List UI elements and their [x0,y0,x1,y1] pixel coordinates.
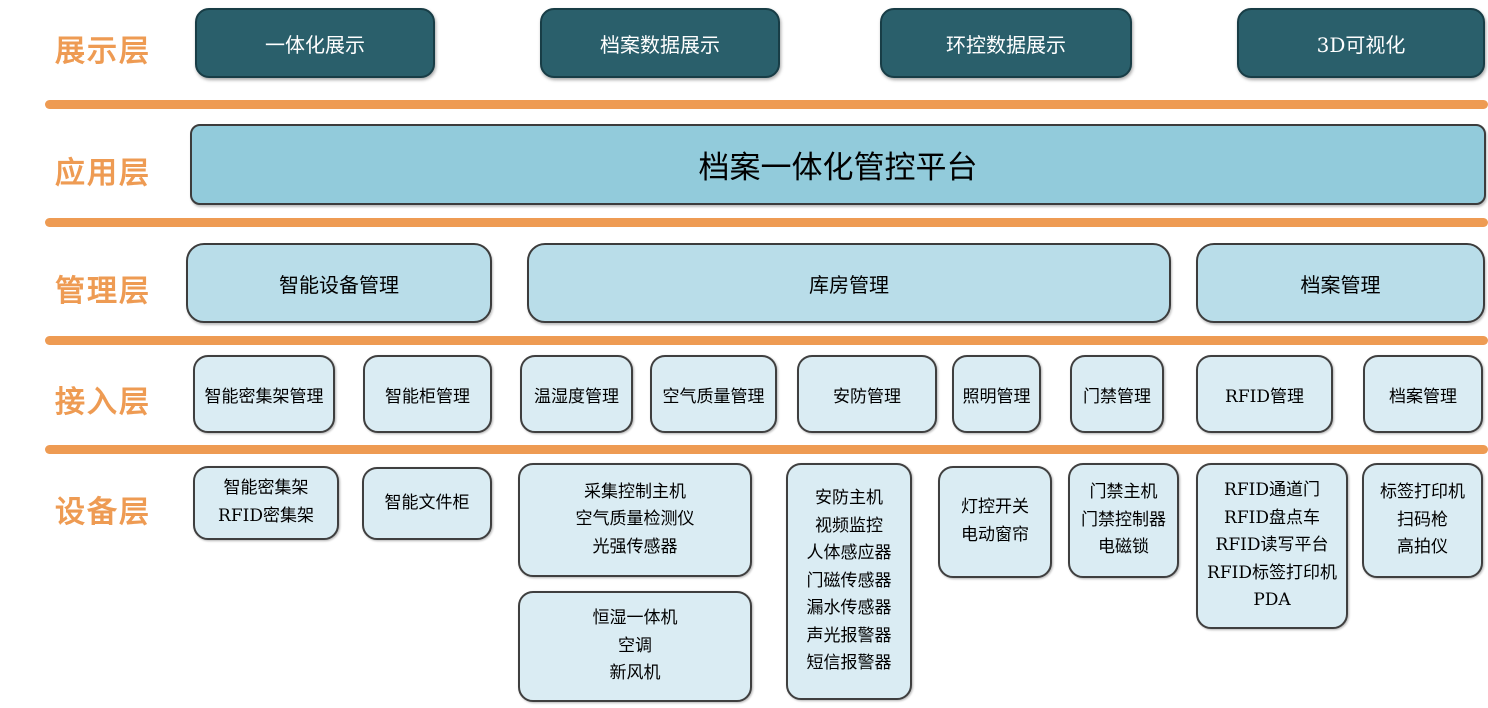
layer-label-display: 展示层 [55,34,151,69]
application-platform-box: 档案一体化管控平台 [190,124,1486,205]
management-box-archive: 档案管理 [1196,243,1485,323]
device-line: 采集控制主机 [584,481,686,502]
access-box-air-quality: 空气质量管理 [650,355,777,433]
device-line: RFID读写平台 [1215,535,1329,556]
display-box-unified: 一体化展示 [195,8,435,78]
access-box-temp-humidity: 温湿度管理 [520,355,633,433]
access-box-security: 安防管理 [797,355,937,433]
access-box-dense-rack: 智能密集架管理 [193,355,335,433]
access-box-door-access: 门禁管理 [1070,355,1164,433]
device-line: 漏水传感器 [806,598,892,619]
device-line: 灯控开关 [961,497,1029,518]
divider-line-4 [45,445,1488,454]
device-line: 智能文件柜 [384,492,470,513]
device-line: 空调 [618,635,652,656]
device-line: 标签打印机 [1380,482,1465,503]
device-line: 恒湿一体机 [592,608,678,629]
device-line: 空气质量检测仪 [575,509,695,530]
access-box-rfid: RFID管理 [1196,355,1333,433]
device-line: 门禁主机 [1089,482,1158,503]
device-box-label-printer: 标签打印机 扫码枪 高拍仪 [1362,463,1483,578]
divider-line-1 [45,100,1488,109]
device-line: 门禁控制器 [1081,509,1166,530]
device-line: RFID盘点车 [1224,507,1320,528]
layer-label-device: 设备层 [55,495,151,530]
management-box-warehouse: 库房管理 [527,243,1171,323]
device-line: 人体感应器 [806,543,892,564]
display-box-3d: 3D可视化 [1237,8,1485,78]
device-line: 电动窗帘 [961,525,1029,545]
access-box-smart-cabinet: 智能柜管理 [363,355,492,433]
device-box-dense-rack: 智能密集架 RFID密集架 [193,466,339,540]
device-line: 视频监控 [815,515,883,536]
display-box-archive-data: 档案数据展示 [540,8,780,78]
device-line: RFID通道门 [1224,480,1320,501]
device-box-collection-host: 采集控制主机 空气质量检测仪 光强传感器 [518,463,752,577]
layer-label-access: 接入层 [55,385,151,420]
device-line: 高拍仪 [1397,537,1448,558]
device-line: 门磁传感器 [806,570,892,591]
device-box-rfid: RFID通道门 RFID盘点车 RFID读写平台 RFID标签打印机 PDA [1196,463,1348,629]
divider-line-3 [45,336,1488,345]
device-line: 智能密集架 [223,478,309,499]
device-box-lighting: 灯控开关 电动窗帘 [938,466,1052,578]
device-line: 扫码枪 [1397,509,1448,530]
device-line: 新风机 [609,663,661,684]
management-box-smart-device: 智能设备管理 [186,243,492,323]
device-line: 电磁锁 [1098,537,1149,558]
device-line: 短信报警器 [806,653,892,674]
device-box-humidity-machine: 恒湿一体机 空调 新风机 [518,591,752,702]
device-line: RFID密集架 [218,506,314,526]
layer-label-application: 应用层 [55,156,151,191]
access-box-lighting: 照明管理 [952,355,1041,433]
device-line: 声光报警器 [806,625,892,646]
device-box-file-cabinet: 智能文件柜 [362,467,492,540]
device-box-door-access: 门禁主机 门禁控制器 电磁锁 [1068,463,1179,578]
device-line: PDA [1253,590,1291,611]
access-box-archive: 档案管理 [1363,355,1483,433]
divider-line-2 [45,218,1488,227]
device-line: 安防主机 [815,488,883,509]
display-box-env-data: 环控数据展示 [880,8,1132,78]
device-box-security: 安防主机 视频监控 人体感应器 门磁传感器 漏水传感器 声光报警器 短信报警器 [786,463,912,700]
device-line: RFID标签打印机 [1207,562,1337,583]
device-line: 光强传感器 [592,536,678,557]
layer-label-management: 管理层 [55,274,151,309]
